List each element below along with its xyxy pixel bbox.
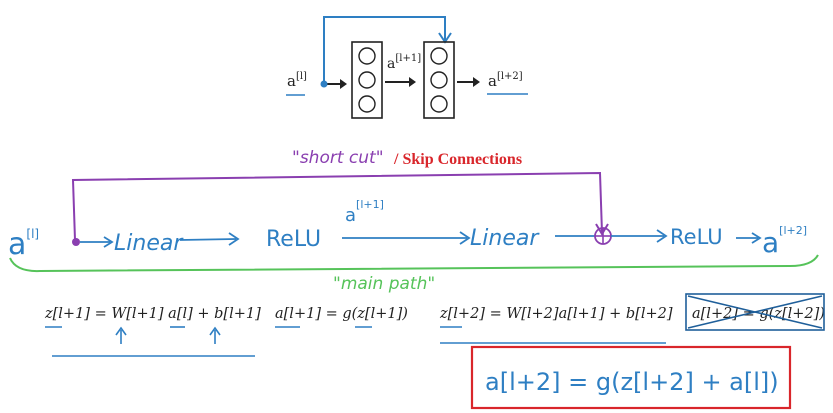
- main-arrowhead-5: [656, 229, 668, 243]
- equation-3: z[l+2] = W[l+2]a[l+1] + b[l+2]: [439, 306, 673, 322]
- top-layer-1-unit: [358, 47, 376, 65]
- main-arrowhead-1: [103, 236, 114, 248]
- main-mid-activation: a[l+1]: [345, 198, 384, 226]
- short-cut-label: "short cut": [292, 148, 384, 168]
- main-arrowhead-2: [228, 232, 240, 246]
- main-arrow-2: [179, 238, 237, 241]
- main-relu-2-label: ReLU: [670, 225, 723, 249]
- skip-connections-label: / Skip Connections: [393, 151, 522, 168]
- main-path-label: "main path": [333, 274, 435, 294]
- top-layer-2-unit: [430, 95, 448, 113]
- top-output-arrowhead: [473, 77, 480, 87]
- result-equation: a[l+2] = g(z[l+2] + a[l]): [485, 368, 779, 396]
- top-mid-arrowhead: [409, 77, 416, 87]
- top-input-label: a[l]: [287, 71, 307, 90]
- top-layer-2-box: [423, 41, 455, 119]
- short-cut-arrowhead: [595, 223, 609, 236]
- main-arrowhead-3: [459, 231, 471, 245]
- eq4-strike-2: [687, 295, 823, 329]
- main-start-activation: a[l]: [8, 227, 39, 262]
- top-input-arrowhead: [340, 79, 347, 89]
- eq4-box: [685, 293, 825, 331]
- top-split-dot: [320, 80, 328, 88]
- equation-4: a[l+2] = g(z[l+2]): [692, 306, 825, 322]
- eq1-arrowhead-w: [115, 326, 127, 336]
- top-skip-connection: [323, 16, 446, 84]
- residual-result: a[l+2] = g(z[l+2] + a[l]): [470, 345, 792, 410]
- top-layer-1-unit: [358, 71, 376, 89]
- top-network-diagram: a[l] a[l+1] a[l+2]: [286, 16, 528, 119]
- main-linear-1-label: Linear: [114, 231, 184, 256]
- top-layer-1-box: [351, 41, 383, 119]
- main-path: a[l] Linear ReLU a[l+1] Linear ReLU a[l+…: [8, 198, 807, 262]
- main-linear-2-label: Linear: [470, 226, 540, 251]
- equation-2: a[l+1] = g(z[l+1]): [275, 306, 408, 322]
- top-layer-2-unit: [430, 71, 448, 89]
- short-cut-line: [71, 171, 603, 241]
- result-highlight-box: [470, 345, 792, 410]
- top-output-label: a[l+2]: [488, 71, 523, 90]
- main-relu-1-label: ReLU: [266, 227, 321, 252]
- top-mid-label: a[l+1]: [387, 53, 421, 72]
- eq1-arrowhead-b: [209, 326, 221, 336]
- main-path-annotation: "main path": [9, 254, 819, 294]
- main-arrowhead-6: [751, 232, 762, 244]
- short-cut-start-dot: [72, 238, 80, 246]
- equation-1: z[l+1] = W[l+1] a[l] + b[l+1]: [44, 306, 261, 322]
- short-cut-connection: "short cut" / Skip Connections: [71, 148, 609, 246]
- main-end-activation: a[l+2]: [762, 224, 807, 259]
- top-layer-2-unit: [430, 47, 448, 65]
- main-path-bracket: [9, 254, 819, 273]
- top-layer-1-unit: [358, 95, 376, 113]
- equations-row: z[l+1] = W[l+1] a[l] + b[l+1] a[l+1] = g…: [44, 293, 825, 357]
